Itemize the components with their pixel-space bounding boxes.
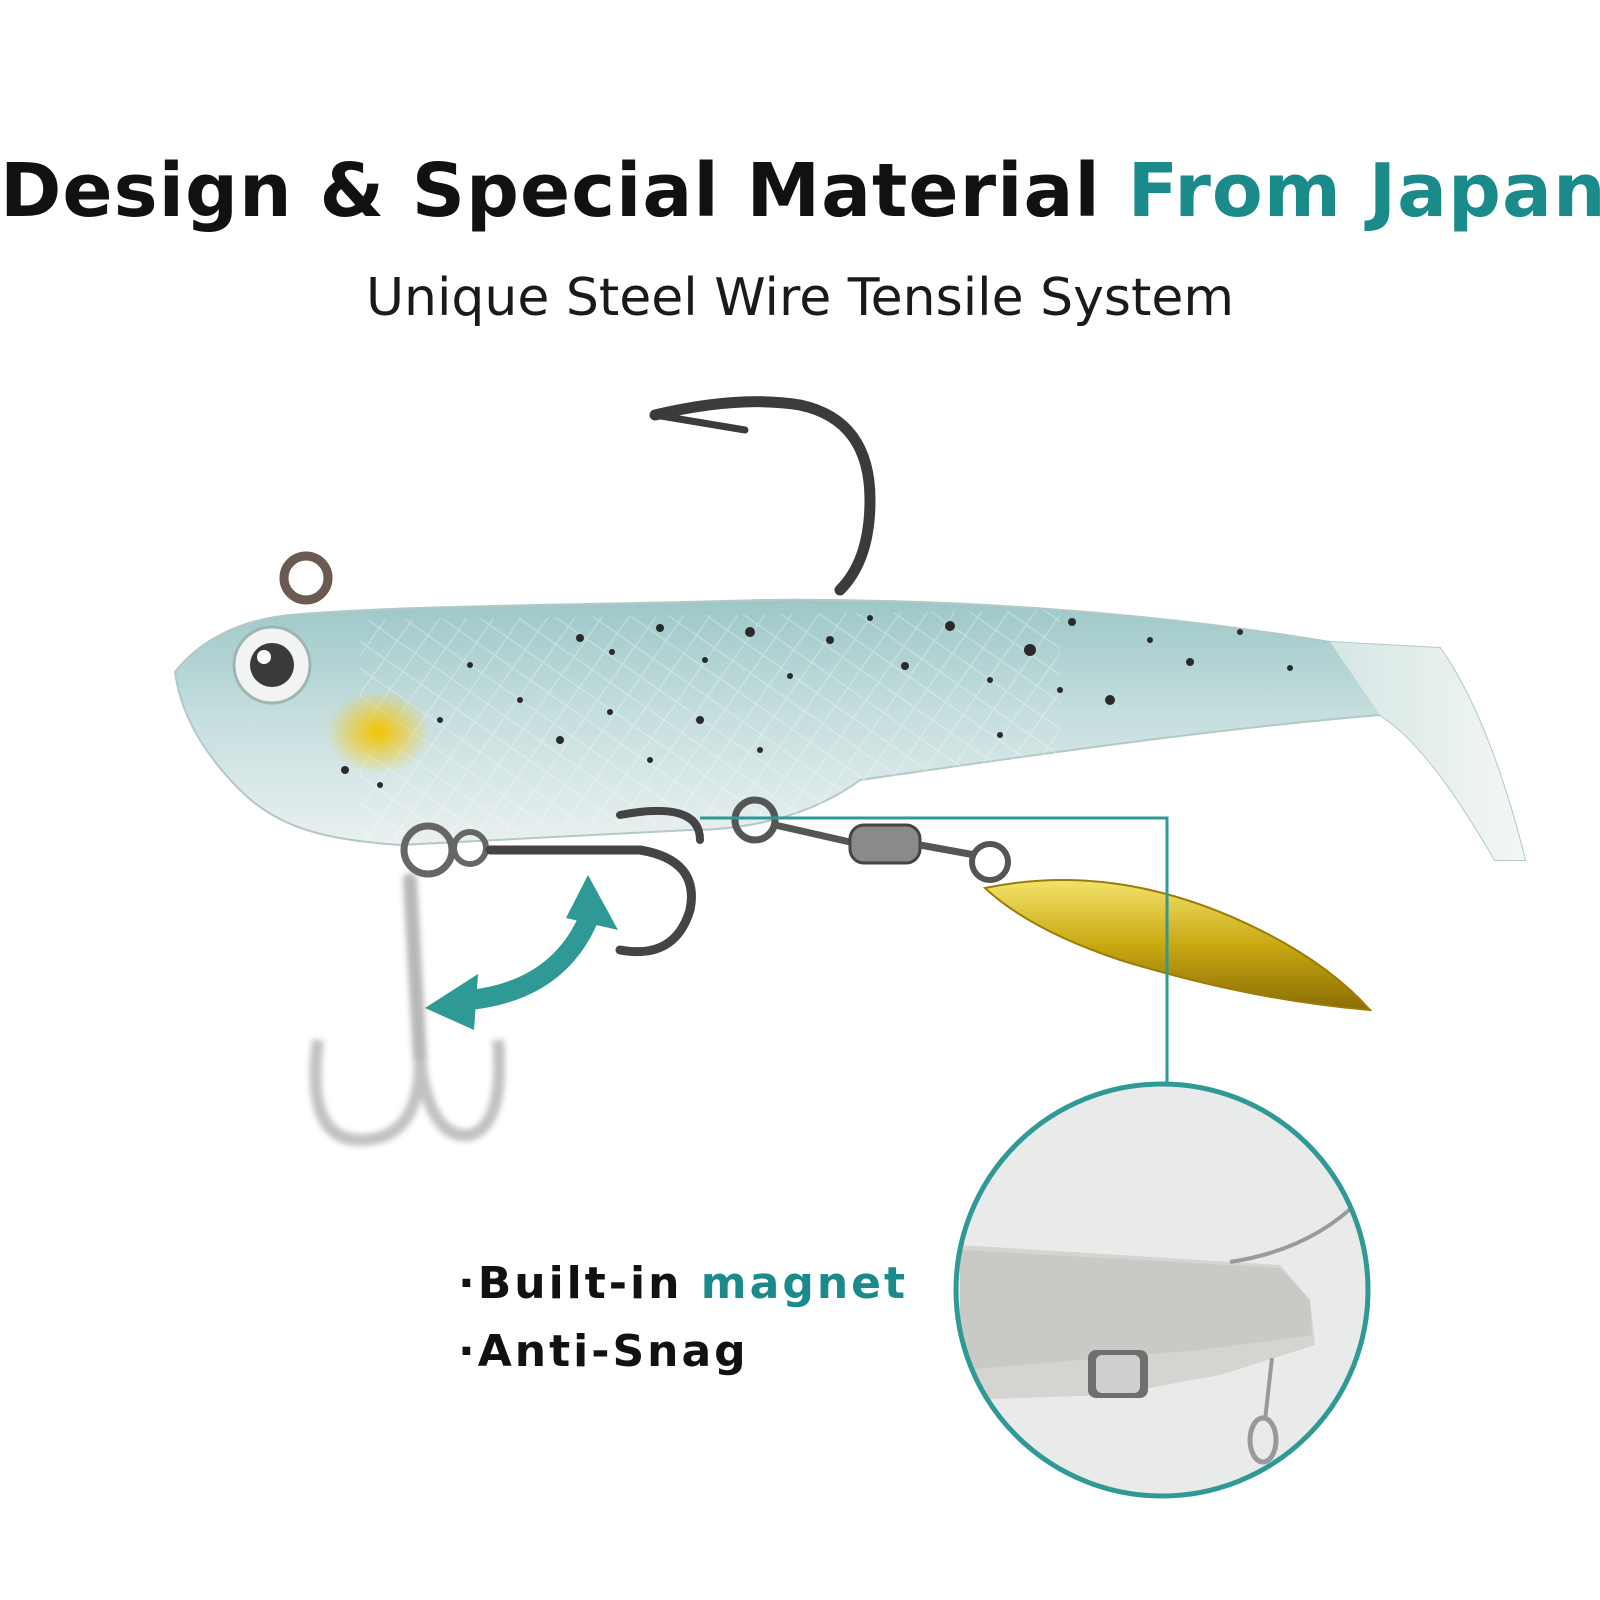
curved-double-arrow-icon bbox=[425, 875, 618, 1030]
headline-accent: From Japan bbox=[1127, 148, 1600, 234]
feature-item-magnet: ·Built-in magnet bbox=[458, 1250, 908, 1318]
feature-list: ·Built-in magnet ·Anti-Snag bbox=[458, 1250, 908, 1386]
blurred-treble-hook-icon bbox=[309, 873, 506, 1147]
feature-item-anti-snag: ·Anti-Snag bbox=[458, 1326, 749, 1377]
magnet-zoom-circle-icon bbox=[953, 1081, 1371, 1499]
subtitle: Unique Steel Wire Tensile System bbox=[365, 268, 1235, 328]
swivel-icon bbox=[731, 796, 1011, 883]
headline-main: Design & Special Material bbox=[0, 148, 1101, 234]
jig-hook-icon bbox=[279, 396, 876, 605]
feature-item-magnet-accent: magnet bbox=[700, 1258, 909, 1309]
treble-hook-icon bbox=[400, 806, 704, 957]
feature-item-magnet-label: ·Built-in bbox=[458, 1258, 683, 1309]
willow-blade-icon bbox=[982, 879, 1373, 1012]
headline: Design & Special Material From Japan bbox=[0, 148, 1600, 234]
callout-line bbox=[700, 816, 1169, 1085]
fishing-lure-icon bbox=[173, 598, 1527, 861]
